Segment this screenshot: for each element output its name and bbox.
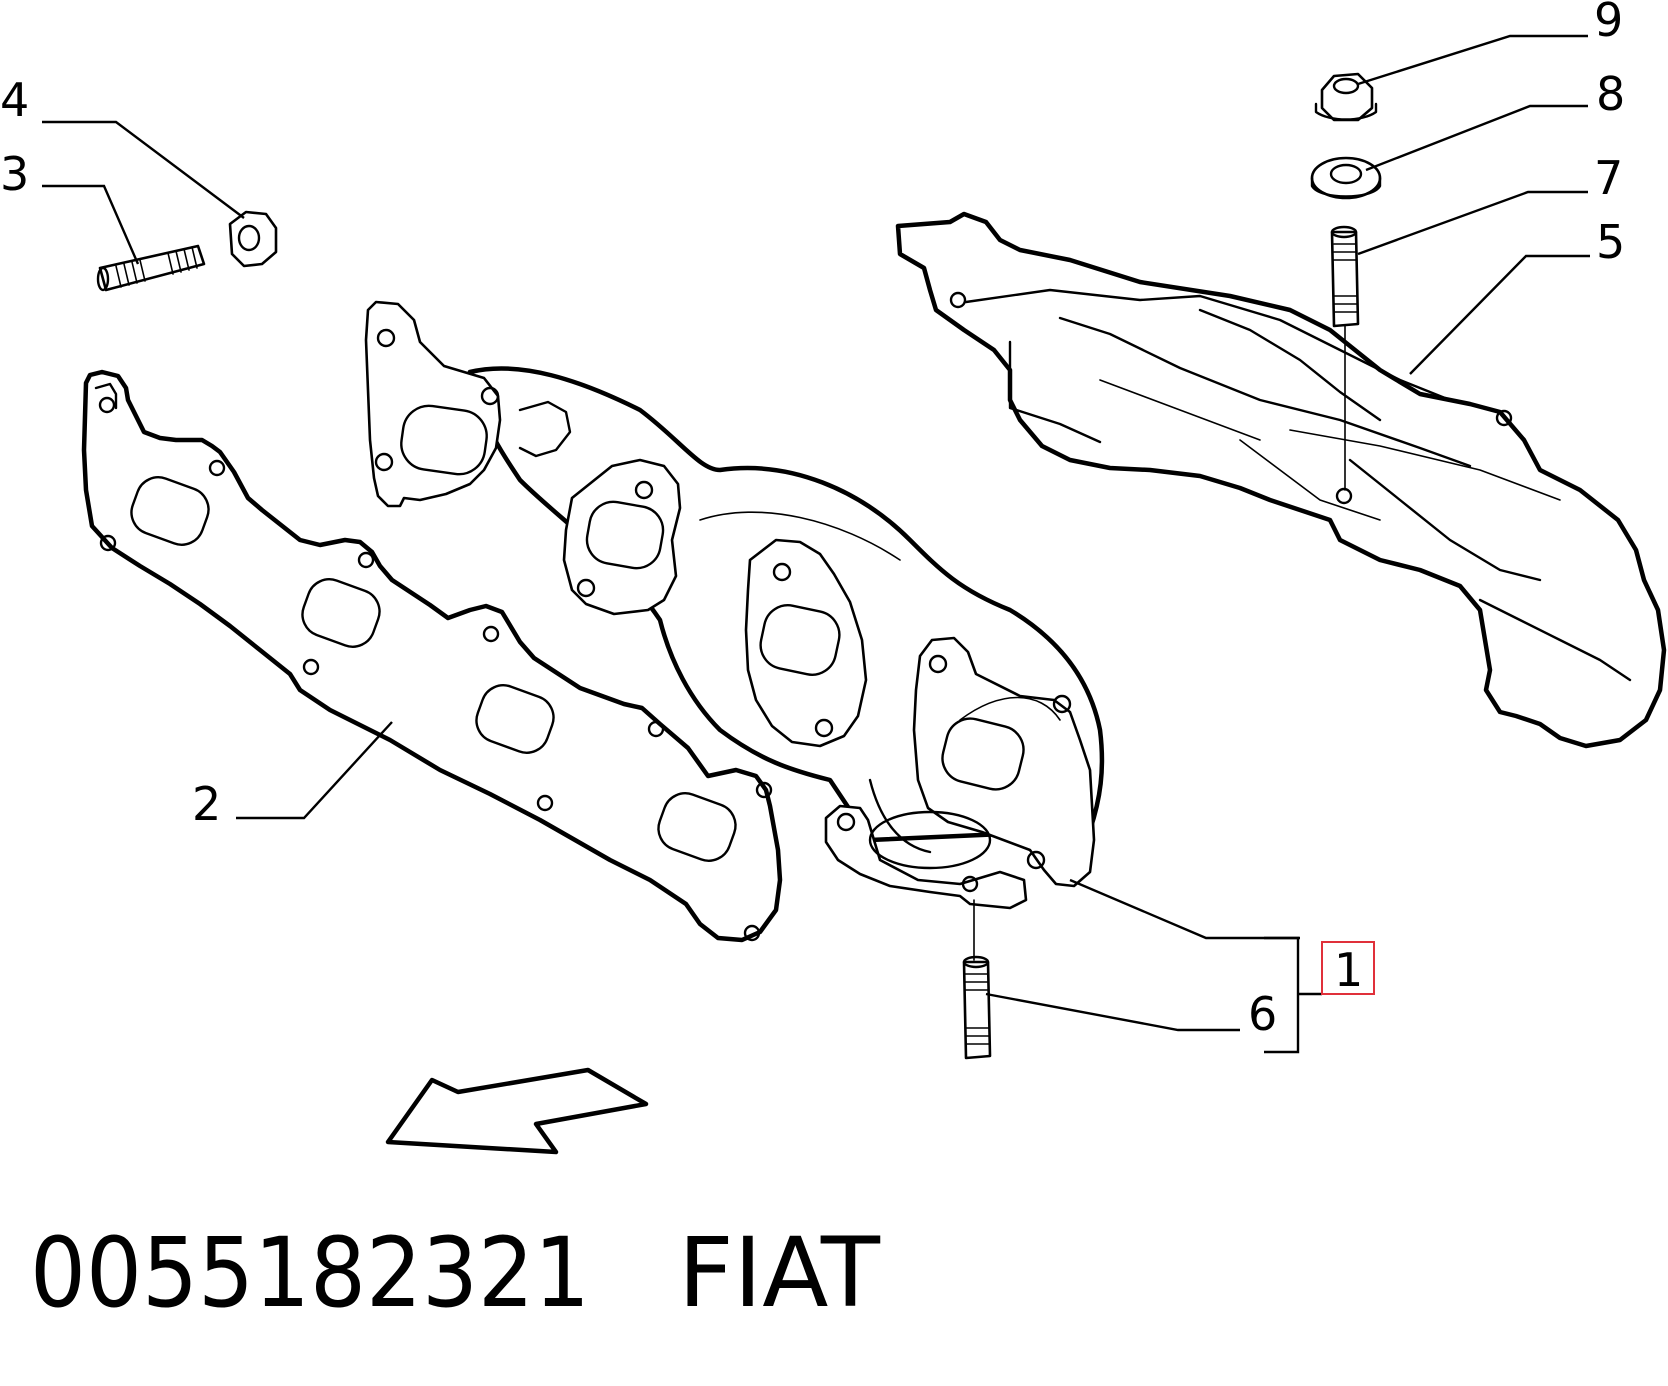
footer: 0055182321 FIAT xyxy=(30,1217,880,1329)
heat-shield-5 xyxy=(895,211,1667,749)
flange-nut-9 xyxy=(1314,72,1378,122)
stud-bolt-3 xyxy=(96,244,206,292)
direction-arrow xyxy=(385,1067,649,1155)
callout-5: 5 xyxy=(1596,215,1625,269)
leader-lines xyxy=(42,34,1590,1054)
callout-9: 9 xyxy=(1594,0,1623,47)
highlight-box xyxy=(1321,941,1375,995)
callout-8: 8 xyxy=(1596,67,1625,121)
callout-labels: 9 8 7 5 4 3 2 6 1 xyxy=(0,0,1625,1041)
callout-4: 4 xyxy=(0,73,29,127)
callout-1: 1 xyxy=(1334,943,1363,997)
callout-2: 2 xyxy=(192,777,221,831)
stud-6 xyxy=(962,899,992,1060)
manifold-gasket xyxy=(81,369,783,943)
callout-6: 6 xyxy=(1248,987,1277,1041)
part-number: 0055182321 xyxy=(30,1217,590,1329)
stud-7 xyxy=(1330,225,1360,491)
exhaust-manifold xyxy=(364,300,1105,910)
callout-7: 7 xyxy=(1594,151,1623,205)
nut-4 xyxy=(228,210,278,268)
brand-name: FIAT xyxy=(678,1217,880,1329)
washer-8 xyxy=(1310,156,1382,200)
callout-3: 3 xyxy=(0,147,29,201)
